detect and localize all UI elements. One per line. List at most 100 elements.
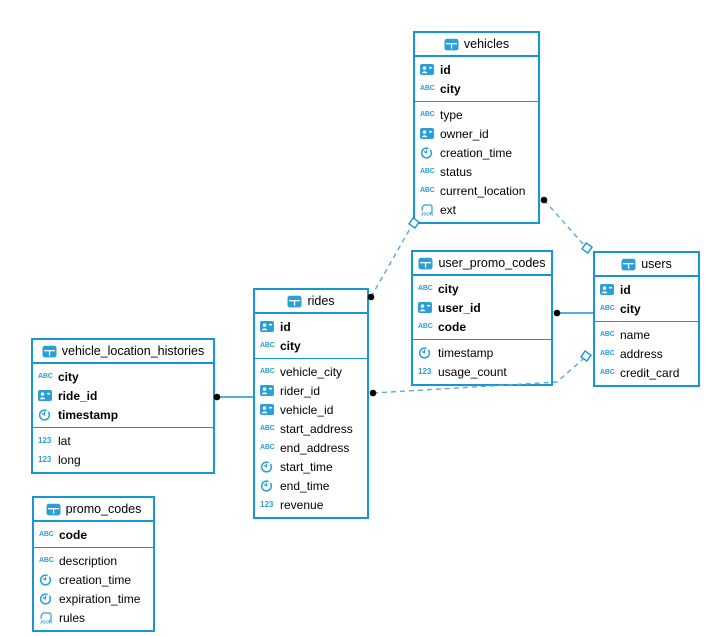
field-name: usage_count — [438, 364, 507, 379]
field-name: vehicle_city — [280, 364, 343, 379]
numeric-123-type-icon: 123 — [260, 500, 274, 509]
field-row-description[interactable]: ABC description — [34, 551, 153, 570]
field-row-start_time[interactable]: start_time — [255, 457, 367, 476]
field-name: owner_id — [440, 126, 489, 141]
table-name: rides — [307, 294, 335, 308]
field-name: start_time — [280, 459, 333, 474]
field-row-timestamp[interactable]: timestamp — [413, 343, 551, 362]
timestamp-clock-type-icon — [420, 146, 436, 159]
table-name: users — [641, 257, 672, 271]
abc-text-type-icon: ABC — [600, 350, 615, 357]
timestamp-clock-type-icon — [260, 479, 276, 492]
abc-text-type-icon: ABC — [38, 373, 53, 380]
field-name: credit_card — [620, 365, 680, 380]
table-icon — [42, 345, 57, 358]
field-row-rules[interactable]: JSON rules — [34, 608, 153, 627]
abc-text-type-icon: ABC — [260, 444, 275, 451]
table-header[interactable]: promo_codes — [34, 498, 153, 522]
table-header[interactable]: vehicle_location_histories — [33, 340, 213, 364]
field-row-end_time[interactable]: end_time — [255, 476, 367, 495]
field-row-creation_time[interactable]: creation_time — [415, 143, 538, 162]
svg-text:JSON: JSON — [40, 620, 53, 624]
field-name: creation_time — [440, 145, 513, 160]
field-row-timestamp[interactable]: timestamp — [33, 405, 213, 424]
field-name: id — [620, 282, 631, 297]
field-name: city — [440, 81, 461, 96]
field-row-owner_id[interactable]: owner_id — [415, 124, 538, 143]
timestamp-clock-type-icon — [260, 460, 276, 473]
field-name: rules — [59, 610, 86, 625]
table-icon — [287, 295, 302, 308]
field-row-vehicle_id[interactable]: vehicle_id — [255, 400, 367, 419]
relation-endpoint-dot — [540, 196, 548, 204]
field-row-credit_card[interactable]: ABC credit_card — [595, 363, 698, 382]
field-name: city — [620, 301, 641, 316]
numeric-123-type-icon: 123 — [418, 367, 432, 376]
abc-text-type-icon: ABC — [39, 557, 54, 564]
abc-text-type-icon: ABC — [260, 342, 275, 349]
table-header[interactable]: user_promo_codes — [413, 252, 551, 276]
table-name: vehicles — [463, 37, 510, 51]
id-badge-type-icon — [420, 128, 436, 139]
field-row-id[interactable]: id — [595, 280, 698, 299]
field-row-creation_time[interactable]: creation_time — [34, 570, 153, 589]
abc-text-type-icon: ABC — [420, 85, 435, 92]
field-row-id[interactable]: id — [415, 60, 538, 79]
columns-section: timestamp 123 usage_count — [413, 340, 551, 384]
relation-endpoint-dot — [369, 389, 377, 397]
abc-text-type-icon: ABC — [600, 369, 615, 376]
field-name: ride_id — [58, 388, 98, 403]
field-name: id — [440, 62, 451, 77]
field-row-city[interactable]: ABC city — [415, 79, 538, 98]
table-header[interactable]: vehicles — [415, 33, 538, 57]
field-row-usage_count[interactable]: 123 usage_count — [413, 362, 551, 381]
table-header[interactable]: rides — [255, 290, 367, 314]
field-row-ride_id[interactable]: ride_id — [33, 386, 213, 405]
numeric-123-type-icon: 123 — [38, 436, 52, 445]
field-name: city — [438, 281, 459, 296]
relation-endpoint-diamond — [580, 350, 592, 362]
field-name: user_id — [438, 300, 481, 315]
table-header[interactable]: users — [595, 253, 698, 277]
abc-text-type-icon: ABC — [420, 187, 435, 194]
field-row-user_id[interactable]: user_id — [413, 298, 551, 317]
field-name: description — [59, 553, 118, 568]
field-row-id[interactable]: id — [255, 317, 367, 336]
table-name: vehicle_location_histories — [61, 344, 205, 358]
field-name: expiration_time — [59, 591, 141, 606]
field-row-rider_id[interactable]: rider_id — [255, 381, 367, 400]
timestamp-clock-type-icon — [38, 408, 54, 421]
field-row-expiration_time[interactable]: expiration_time — [34, 589, 153, 608]
